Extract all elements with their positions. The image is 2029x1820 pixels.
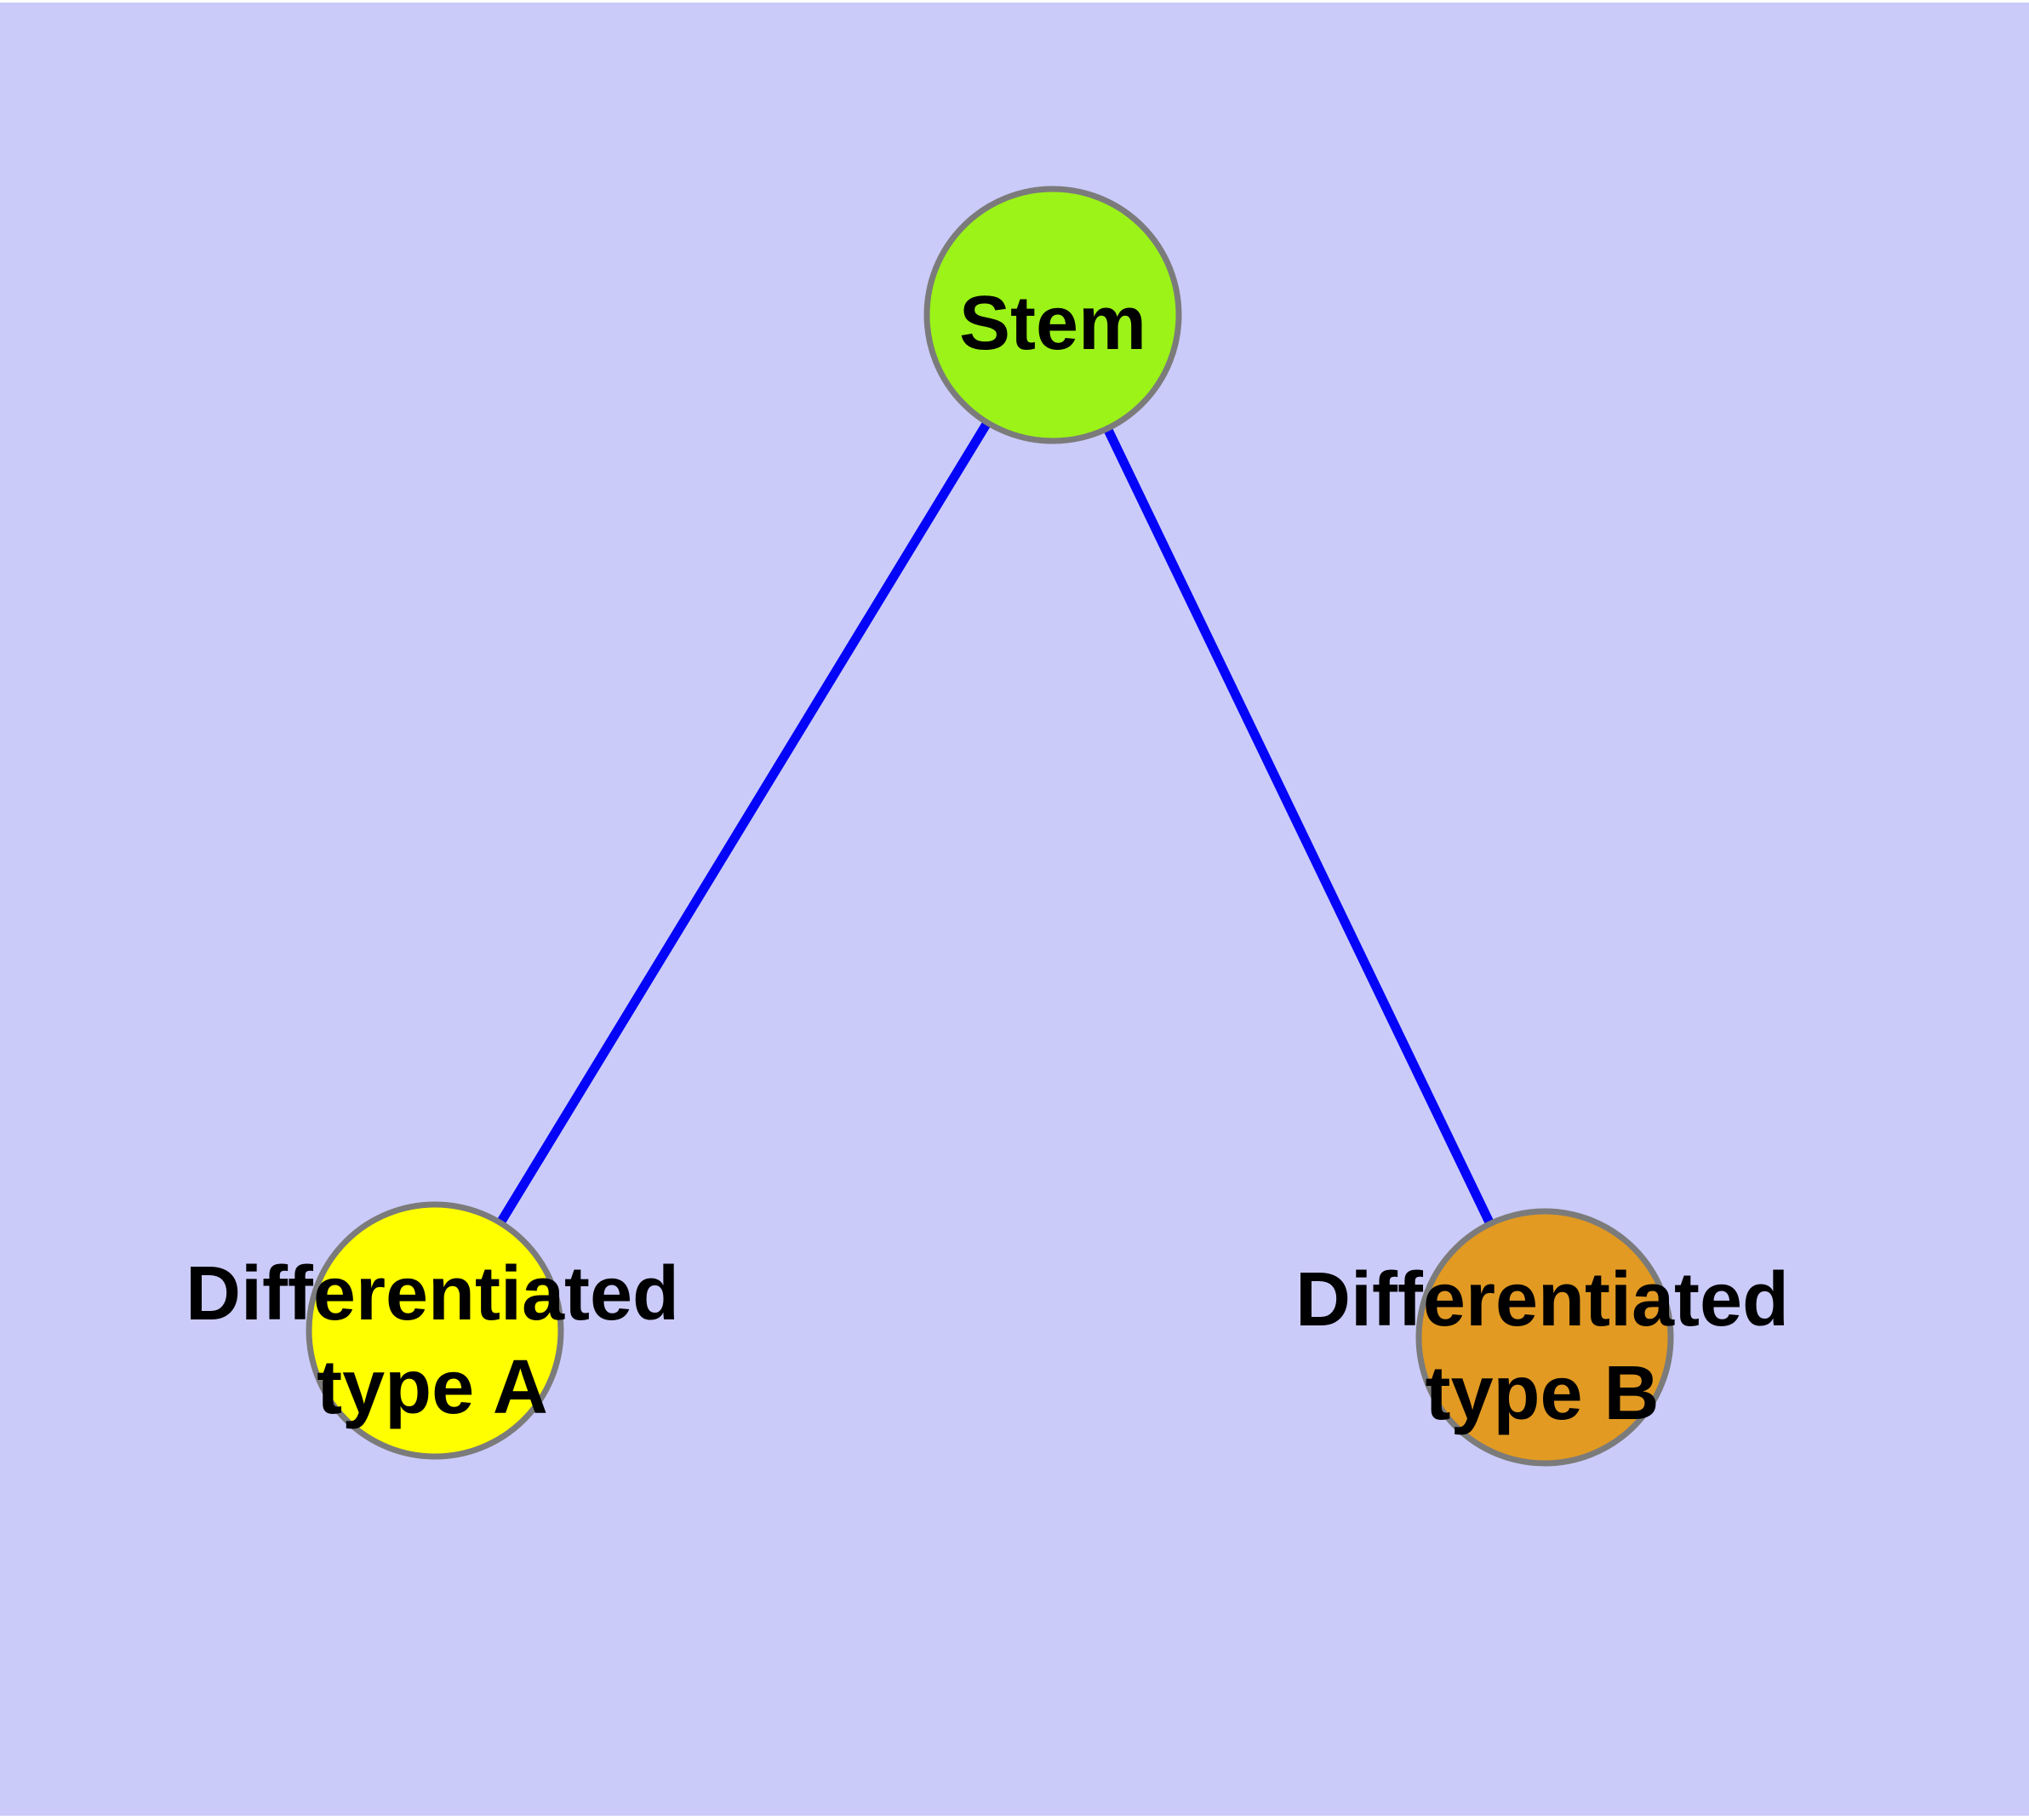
node-differentiated-type-b-label-line1: Differentiated — [1295, 1257, 1789, 1342]
edge-stem-to-differentiated-type-a — [430, 310, 1058, 1336]
node-stem: Stem — [923, 186, 1182, 444]
node-differentiated-type-b-circle — [1415, 1208, 1674, 1467]
node-stem-circle — [923, 186, 1182, 444]
node-differentiated-type-a-label-line1: Differentiated — [186, 1251, 679, 1336]
node-stem-label: Stem — [959, 281, 1146, 366]
node-differentiated-type-b: Differentiated type B — [1295, 1208, 1789, 1467]
node-differentiated-type-b-label-line2: type B — [1425, 1351, 1659, 1436]
node-differentiated-type-a: Differentiated type A — [186, 1201, 679, 1460]
node-differentiated-type-a-label-line2: type A — [317, 1345, 548, 1430]
node-differentiated-type-a-circle — [306, 1201, 564, 1460]
edge-stem-to-differentiated-type-b — [1048, 310, 1550, 1342]
